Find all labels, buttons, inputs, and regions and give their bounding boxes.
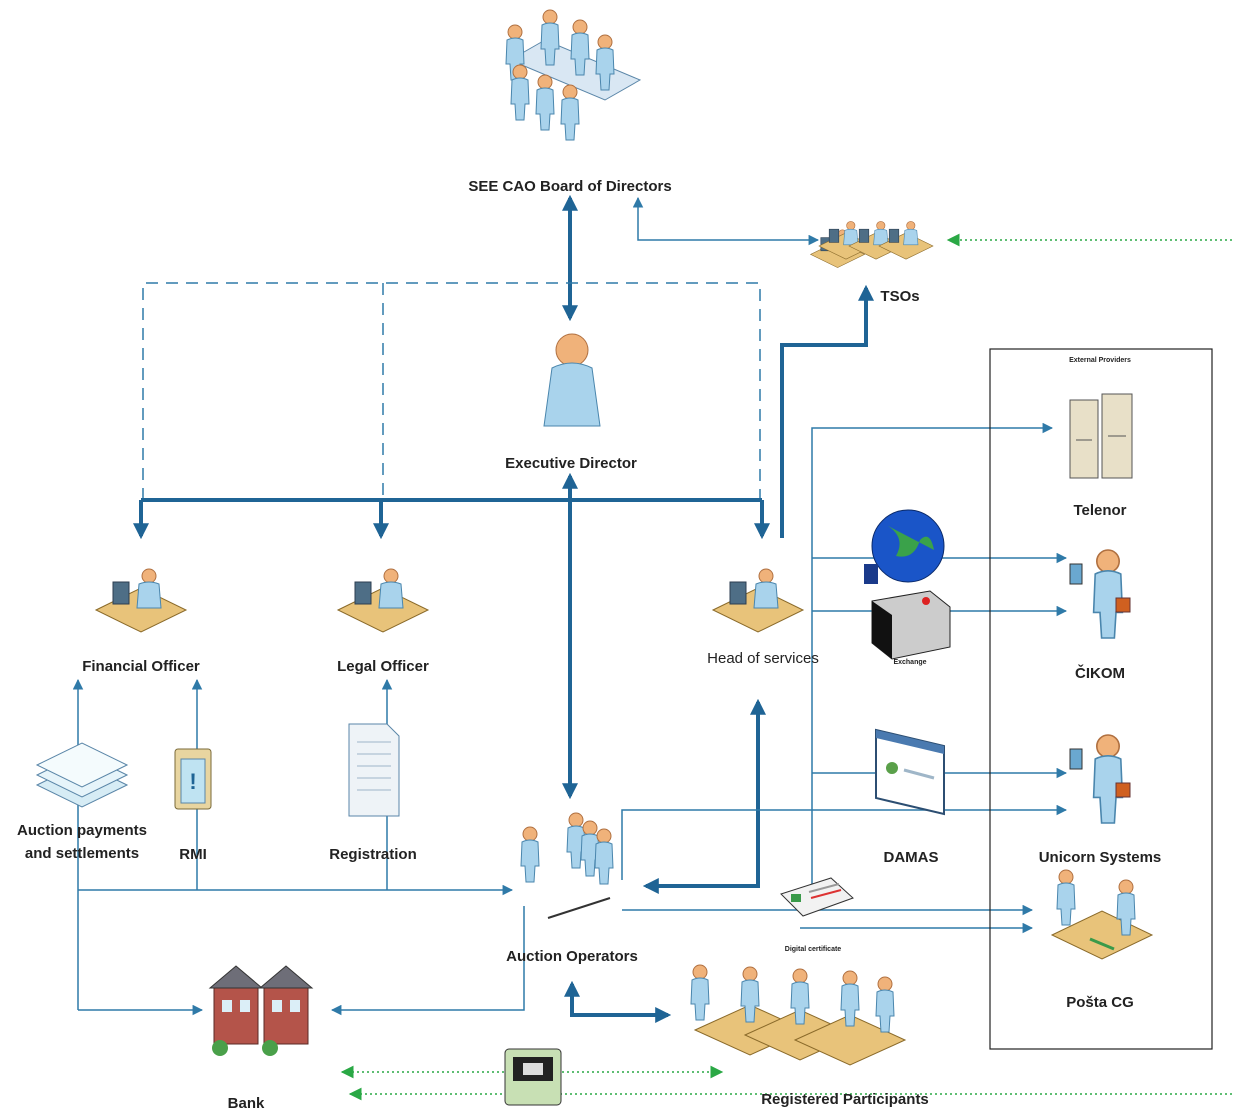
certificate-icon <box>780 877 854 917</box>
exchange-label: Exchange <box>893 659 926 666</box>
rmi-label: RMI <box>179 846 207 863</box>
bank-label: Bank <box>228 1095 265 1109</box>
executive-label: Executive Director <box>505 455 637 472</box>
auction-operators-label: Auction Operators <box>506 948 638 965</box>
tsos-icon <box>810 221 934 268</box>
office-worker-icon <box>95 568 187 633</box>
head-of-services-label: Head of services <box>707 650 819 667</box>
board-label: SEE CAO Board of Directors <box>468 178 671 195</box>
registration-label: Registration <box>329 846 417 863</box>
clipboard-icon: ! <box>174 748 212 810</box>
tsos-label: TSOs <box>880 288 919 305</box>
external-providers-box <box>989 348 1213 1050</box>
exchange-icon <box>871 590 951 660</box>
web-window-icon <box>875 728 945 816</box>
external-providers-title: External Providers <box>1069 357 1131 364</box>
office-worker-icon <box>712 568 804 633</box>
globe-icon <box>864 509 945 584</box>
server-icon <box>1069 393 1133 479</box>
legal-officer-label: Legal Officer <box>337 658 429 675</box>
financial-officer-label: Financial Officer <box>82 658 200 675</box>
bank-building-icon <box>208 965 314 1056</box>
cikom-label: ČIKOM <box>1075 664 1125 682</box>
payments-label-line1: Auction payments <box>17 822 147 839</box>
posta-label: Pošta CG <box>1066 994 1134 1011</box>
office-worker-icon <box>337 568 429 633</box>
payments-label-line2: and settlements <box>25 845 139 862</box>
meeting-table-icon <box>505 9 642 141</box>
document-icon <box>348 723 400 817</box>
papers-stack-icon <box>35 742 129 808</box>
connectors <box>72 194 1232 1101</box>
person-icon <box>1069 549 1131 639</box>
unicorn-label: Unicorn Systems <box>1039 849 1162 866</box>
registered-participants-label: Registered Participants <box>761 1091 929 1108</box>
person-icon <box>543 333 601 427</box>
svg-text:!: ! <box>189 769 196 794</box>
atm-icon <box>504 1048 562 1106</box>
telenor-label: Telenor <box>1073 502 1126 519</box>
post-office-icon <box>1050 869 1154 960</box>
auction-operators-icon <box>520 812 614 919</box>
digital-certificate-label: Digital certificate <box>785 946 842 953</box>
registered-participants-icon <box>690 964 907 1066</box>
person-icon <box>1069 734 1131 824</box>
damas-label: DAMAS <box>884 849 939 866</box>
